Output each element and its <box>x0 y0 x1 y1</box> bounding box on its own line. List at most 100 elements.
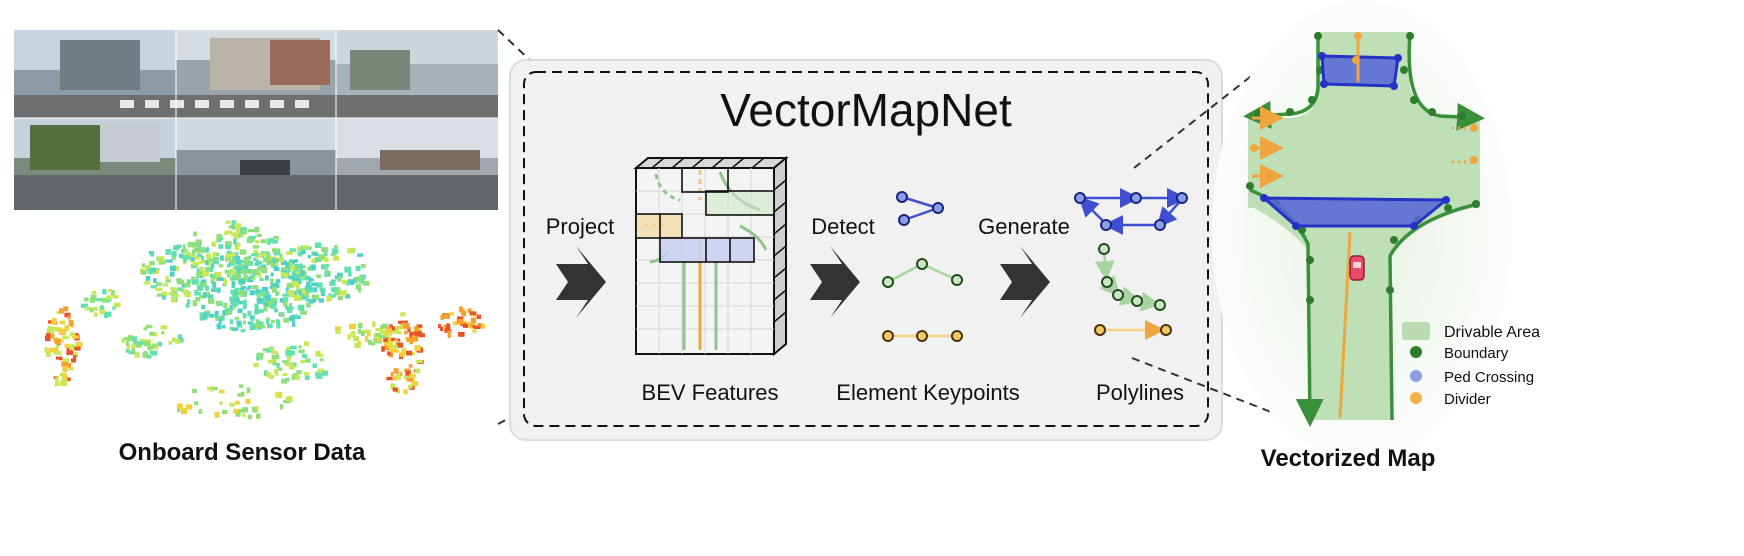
lidar-point <box>379 325 384 332</box>
lidar-point <box>235 400 240 405</box>
lidar-point <box>395 368 399 374</box>
lidar-point <box>309 299 317 303</box>
lidar-point <box>337 296 344 301</box>
lidar-point <box>152 343 157 347</box>
lidar-point <box>181 284 186 288</box>
lidar-point <box>171 251 177 257</box>
lidar-point <box>153 278 157 283</box>
lidar-point <box>278 394 283 399</box>
lidar-point <box>274 351 278 355</box>
lidar-point <box>255 259 260 264</box>
lidar-point <box>265 349 272 353</box>
lidar-point <box>61 361 68 367</box>
lidar-point <box>386 330 392 336</box>
lidar-point <box>293 259 298 263</box>
lidar-point <box>272 297 277 304</box>
lidar-point <box>67 315 71 320</box>
lidar-point <box>199 314 206 321</box>
lidar-point <box>240 227 247 233</box>
lidar-point <box>214 313 218 318</box>
lidar-point <box>199 312 204 317</box>
lidar-point <box>252 285 259 290</box>
lidar-point <box>297 304 305 311</box>
lidar-point <box>249 235 256 239</box>
lidar-point <box>74 346 81 351</box>
lidar-point <box>476 314 482 319</box>
lidar-point <box>242 291 246 296</box>
lidar-point <box>294 263 299 270</box>
lidar-point <box>177 287 182 291</box>
lidar-point <box>55 376 59 383</box>
lidar-point <box>402 323 410 329</box>
lidar-point <box>286 396 293 402</box>
lidar-point <box>45 335 51 342</box>
lidar-point <box>362 280 370 286</box>
lidar-point <box>407 384 413 389</box>
lidar-point <box>63 328 69 332</box>
lidar-point <box>387 351 392 356</box>
lidar-point <box>190 257 195 262</box>
lidar-point <box>292 280 299 287</box>
lidar-point <box>158 341 163 347</box>
lidar-point <box>414 326 419 332</box>
lidar-point <box>285 377 290 382</box>
lidar-point <box>253 257 257 262</box>
lidar-point <box>290 345 297 350</box>
lidar-point <box>331 294 336 298</box>
lidar-point <box>391 326 396 331</box>
lidar-point <box>226 274 232 278</box>
lidar-point <box>263 302 270 308</box>
lidar-point <box>133 340 138 346</box>
lidar-point <box>272 358 277 363</box>
lidar-point <box>185 256 192 260</box>
lidar-point <box>180 408 188 414</box>
lidar-point <box>389 337 396 342</box>
lidar-point <box>474 325 481 329</box>
lidar-point <box>383 336 390 343</box>
lidar-point <box>219 401 223 405</box>
lidar-point <box>234 316 239 320</box>
lidar-point <box>256 289 261 294</box>
lidar-point <box>253 323 260 329</box>
lidar-point <box>314 242 322 249</box>
lidar-point <box>51 326 58 332</box>
lidar-point <box>287 356 291 362</box>
lidar-point <box>300 360 306 364</box>
lidar-point <box>293 268 299 274</box>
lidar-point <box>276 279 281 283</box>
lidar-point <box>233 408 239 413</box>
lidar-point <box>477 323 482 327</box>
lidar-point <box>237 300 244 305</box>
lidar-point <box>255 319 260 323</box>
lidar-point <box>359 277 365 284</box>
lidar-point <box>296 278 302 285</box>
lidar-point <box>261 286 268 293</box>
lidar-point <box>226 230 233 234</box>
lidar-point <box>183 257 187 263</box>
lidar-point <box>396 372 401 377</box>
lidar-point <box>69 344 75 350</box>
lidar-point <box>256 413 261 419</box>
lidar-point <box>212 274 217 279</box>
lidar-point <box>85 303 89 307</box>
lidar-point <box>364 329 371 334</box>
lidar-point <box>66 350 74 356</box>
lidar-point <box>300 293 308 300</box>
lidar-point <box>350 331 356 337</box>
lidar-point <box>242 413 246 417</box>
lidar-point <box>232 266 237 270</box>
lidar-point <box>236 260 240 265</box>
lidar-point <box>160 325 168 330</box>
lidar-point <box>315 373 323 379</box>
lidar-point <box>285 305 290 310</box>
lidar-point <box>210 278 215 284</box>
lidar-point <box>319 358 324 362</box>
lidar-point <box>271 257 276 261</box>
lidar-point <box>254 303 259 310</box>
lidar-point <box>375 327 382 332</box>
lidar-point <box>183 289 188 294</box>
lidar-point <box>235 228 241 233</box>
lidar-point <box>199 266 205 272</box>
lidar-point <box>357 253 364 257</box>
lidar-point <box>276 392 280 398</box>
